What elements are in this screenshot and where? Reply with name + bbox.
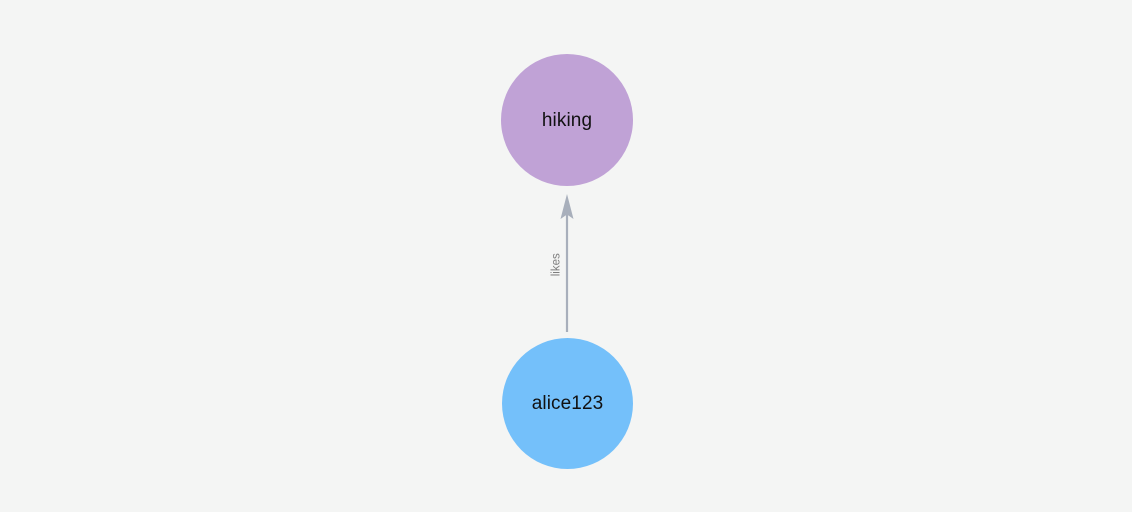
node-label: alice123 xyxy=(531,393,604,414)
edge-label-likes: likes xyxy=(550,253,563,277)
graph-node-hiking[interactable]: hiking xyxy=(501,54,633,186)
graph-node-alice123[interactable]: alice123 xyxy=(502,338,633,469)
arrowhead-icon xyxy=(560,194,574,219)
edge-alice123-likes-hiking[interactable] xyxy=(560,194,574,332)
node-label: hiking xyxy=(541,109,593,131)
